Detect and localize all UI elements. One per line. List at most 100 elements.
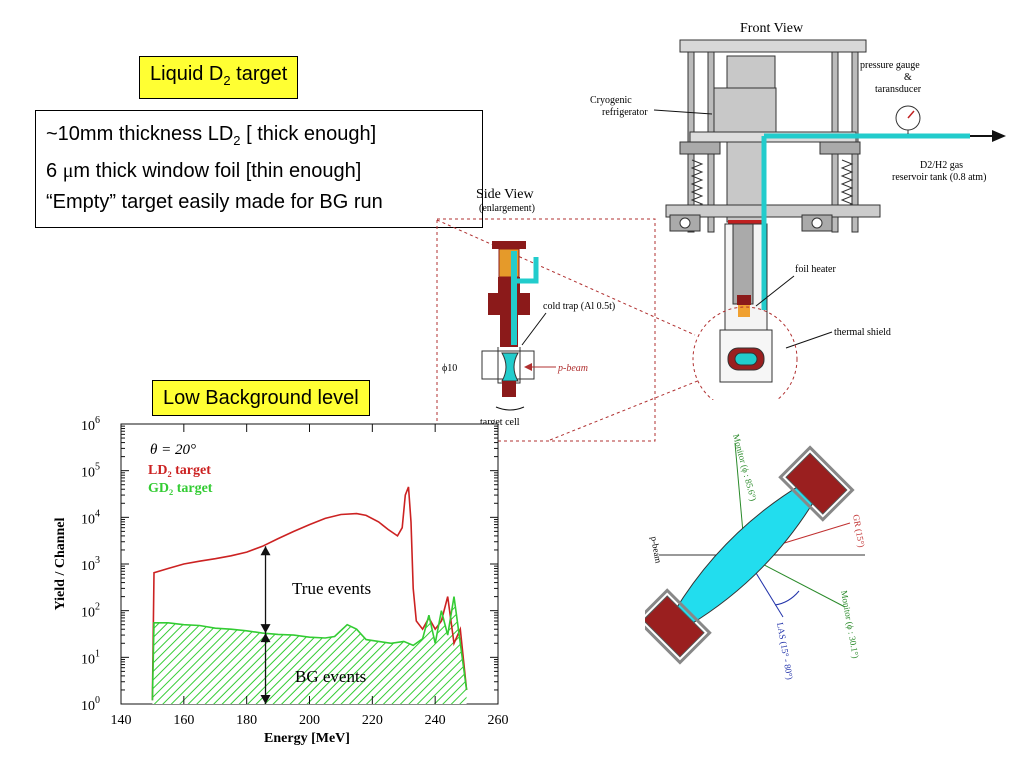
true-events-arrow-head-bottom <box>260 624 271 634</box>
connector-top <box>436 219 696 336</box>
x-axis-label: Energy [MeV] <box>264 731 350 746</box>
target-cell-rotated <box>645 445 855 665</box>
enlargement-circle <box>692 306 798 400</box>
foil-heater-label: foil heater <box>795 264 836 275</box>
target-notes-box: ~10mm thickness LD2 [ thick enough] 6 μm… <box>35 110 483 228</box>
liquid-d2-target-label: Liquid D2 target <box>139 56 299 99</box>
gd2-hatched-area <box>152 596 467 704</box>
y-tick-label: 105 <box>81 462 100 481</box>
true-events-label: True events <box>292 579 371 598</box>
liquid-target-sub: 2 <box>223 73 231 88</box>
geometry-diagram: Monitor (ϕ : 85.6°) GR (15°) p-beam LAS … <box>645 433 867 681</box>
side-view-title: Side View <box>476 187 535 202</box>
spring-left <box>690 159 704 209</box>
side-view-subtitle: (enlargement) <box>479 203 535 214</box>
ld2-series-line <box>151 486 468 701</box>
gauge-needle <box>907 110 915 119</box>
clamp-left-top <box>679 141 721 155</box>
top-frame-bar <box>679 39 867 53</box>
x-tick-label: 240 <box>425 713 446 728</box>
note-line-1: ~10mm thickness LD2 [ thick enough] <box>46 119 482 156</box>
sv-gas-branch <box>514 257 539 284</box>
flange-frame-left <box>645 588 712 665</box>
clamp-right-top <box>819 141 861 155</box>
liquid-target-text: Liquid D <box>150 63 224 85</box>
front-view-title: Front View <box>740 21 804 36</box>
las-label: LAS (15° - 80°) <box>775 622 795 681</box>
foil-heater-pointer <box>755 275 795 307</box>
refrigerator-pointer <box>653 109 713 115</box>
true-events-arrow-head-top <box>260 546 271 556</box>
note-line-3: “Empty” target easily made for BG run <box>46 191 383 213</box>
low-background-label: Low Background level <box>152 380 370 416</box>
liquid-target-tail: target <box>230 63 288 85</box>
thermal-shield-pointer <box>785 331 833 349</box>
gr-label: GR (15°) <box>851 514 867 549</box>
cold-trap-pointer <box>521 312 547 346</box>
target-flange-left <box>645 595 705 658</box>
sv-flange <box>488 293 530 315</box>
note-line-2-post: m thick window foil [thin enough] <box>73 160 362 182</box>
arrow-layer <box>260 546 271 704</box>
legend-ld2: LD₂ target <box>148 463 211 478</box>
thermal-shield-label: thermal shield <box>834 327 891 338</box>
sv-bottom <box>502 381 516 397</box>
x-tick-label: 260 <box>488 713 509 728</box>
note-line-1-pre: ~10mm thickness LD <box>46 123 234 145</box>
geometry-pbeam-label: p-beam <box>649 536 664 564</box>
bg-events-arrow-head-bottom <box>260 695 271 704</box>
note-line-2-pre: 6 <box>46 160 63 182</box>
bolt-right <box>811 217 823 229</box>
y-tick-label: 103 <box>81 555 100 574</box>
y-tick-label: 100 <box>81 695 100 714</box>
y-tick-label: 102 <box>81 602 100 621</box>
bg-events-arrow-head-top <box>260 633 271 643</box>
connector-bottom <box>549 379 701 441</box>
spring-right <box>840 159 854 209</box>
y-axis-label: Yield / Channel <box>53 517 68 610</box>
note-line-2: 6 μm thick window foil [thin enough] <box>46 156 482 187</box>
series-layer <box>151 486 468 704</box>
note-line-2-mu: μ <box>62 160 74 182</box>
phi10-label: ϕ10 <box>442 363 457 374</box>
note-line-1-sub: 2 <box>233 133 241 148</box>
pressure-gauge-amp: & <box>904 72 912 83</box>
side-view-diagram: Side View (enlargement) cold trap (Al 0.… <box>436 187 656 442</box>
bg-events-label: BG events <box>295 667 366 686</box>
x-tick-label: 160 <box>173 713 194 728</box>
target-cell-label: target cell <box>480 417 520 428</box>
cryogenic-label: Cryogenic <box>590 95 632 106</box>
pressure-gauge-label: pressure gauge <box>860 60 920 71</box>
monitor-right-label: Monitor (ϕ : 30.1°) <box>839 590 861 660</box>
base-plate <box>665 204 881 218</box>
side-view-frame <box>436 218 656 442</box>
sv-top-cap <box>492 241 526 249</box>
target-flange-right <box>785 452 848 515</box>
y-tick-label: 104 <box>81 508 100 527</box>
pbeam-arrow-head <box>524 363 532 371</box>
sv-target-cell <box>501 352 519 382</box>
gas-label: D2/H2 gas <box>920 160 963 171</box>
pbeam-label: p-beam <box>557 363 588 374</box>
foil-heater-block <box>738 305 750 317</box>
x-tick-label: 200 <box>299 713 320 728</box>
y-tick-label: 106 <box>81 415 100 434</box>
gd2-series-line <box>151 596 468 701</box>
seal-red <box>728 220 766 224</box>
target-cell-brace <box>495 406 525 411</box>
transducer-label: taransducer <box>875 84 922 95</box>
heater-dark <box>737 295 751 305</box>
x-tick-label: 140 <box>111 713 132 728</box>
y-tick-label: 101 <box>81 648 100 667</box>
gas-arrow-head <box>992 130 1006 142</box>
x-tick-label: 180 <box>236 713 257 728</box>
note-line-1-post: [ thick enough] <box>240 123 377 145</box>
theta-annotation: θ = 20° <box>150 442 196 458</box>
refrigerator-top <box>726 55 776 89</box>
refrigerator-label: refrigerator <box>602 107 648 118</box>
legend-gd2: GD₂ target <box>148 481 213 496</box>
target-cell-liquid <box>734 352 758 366</box>
